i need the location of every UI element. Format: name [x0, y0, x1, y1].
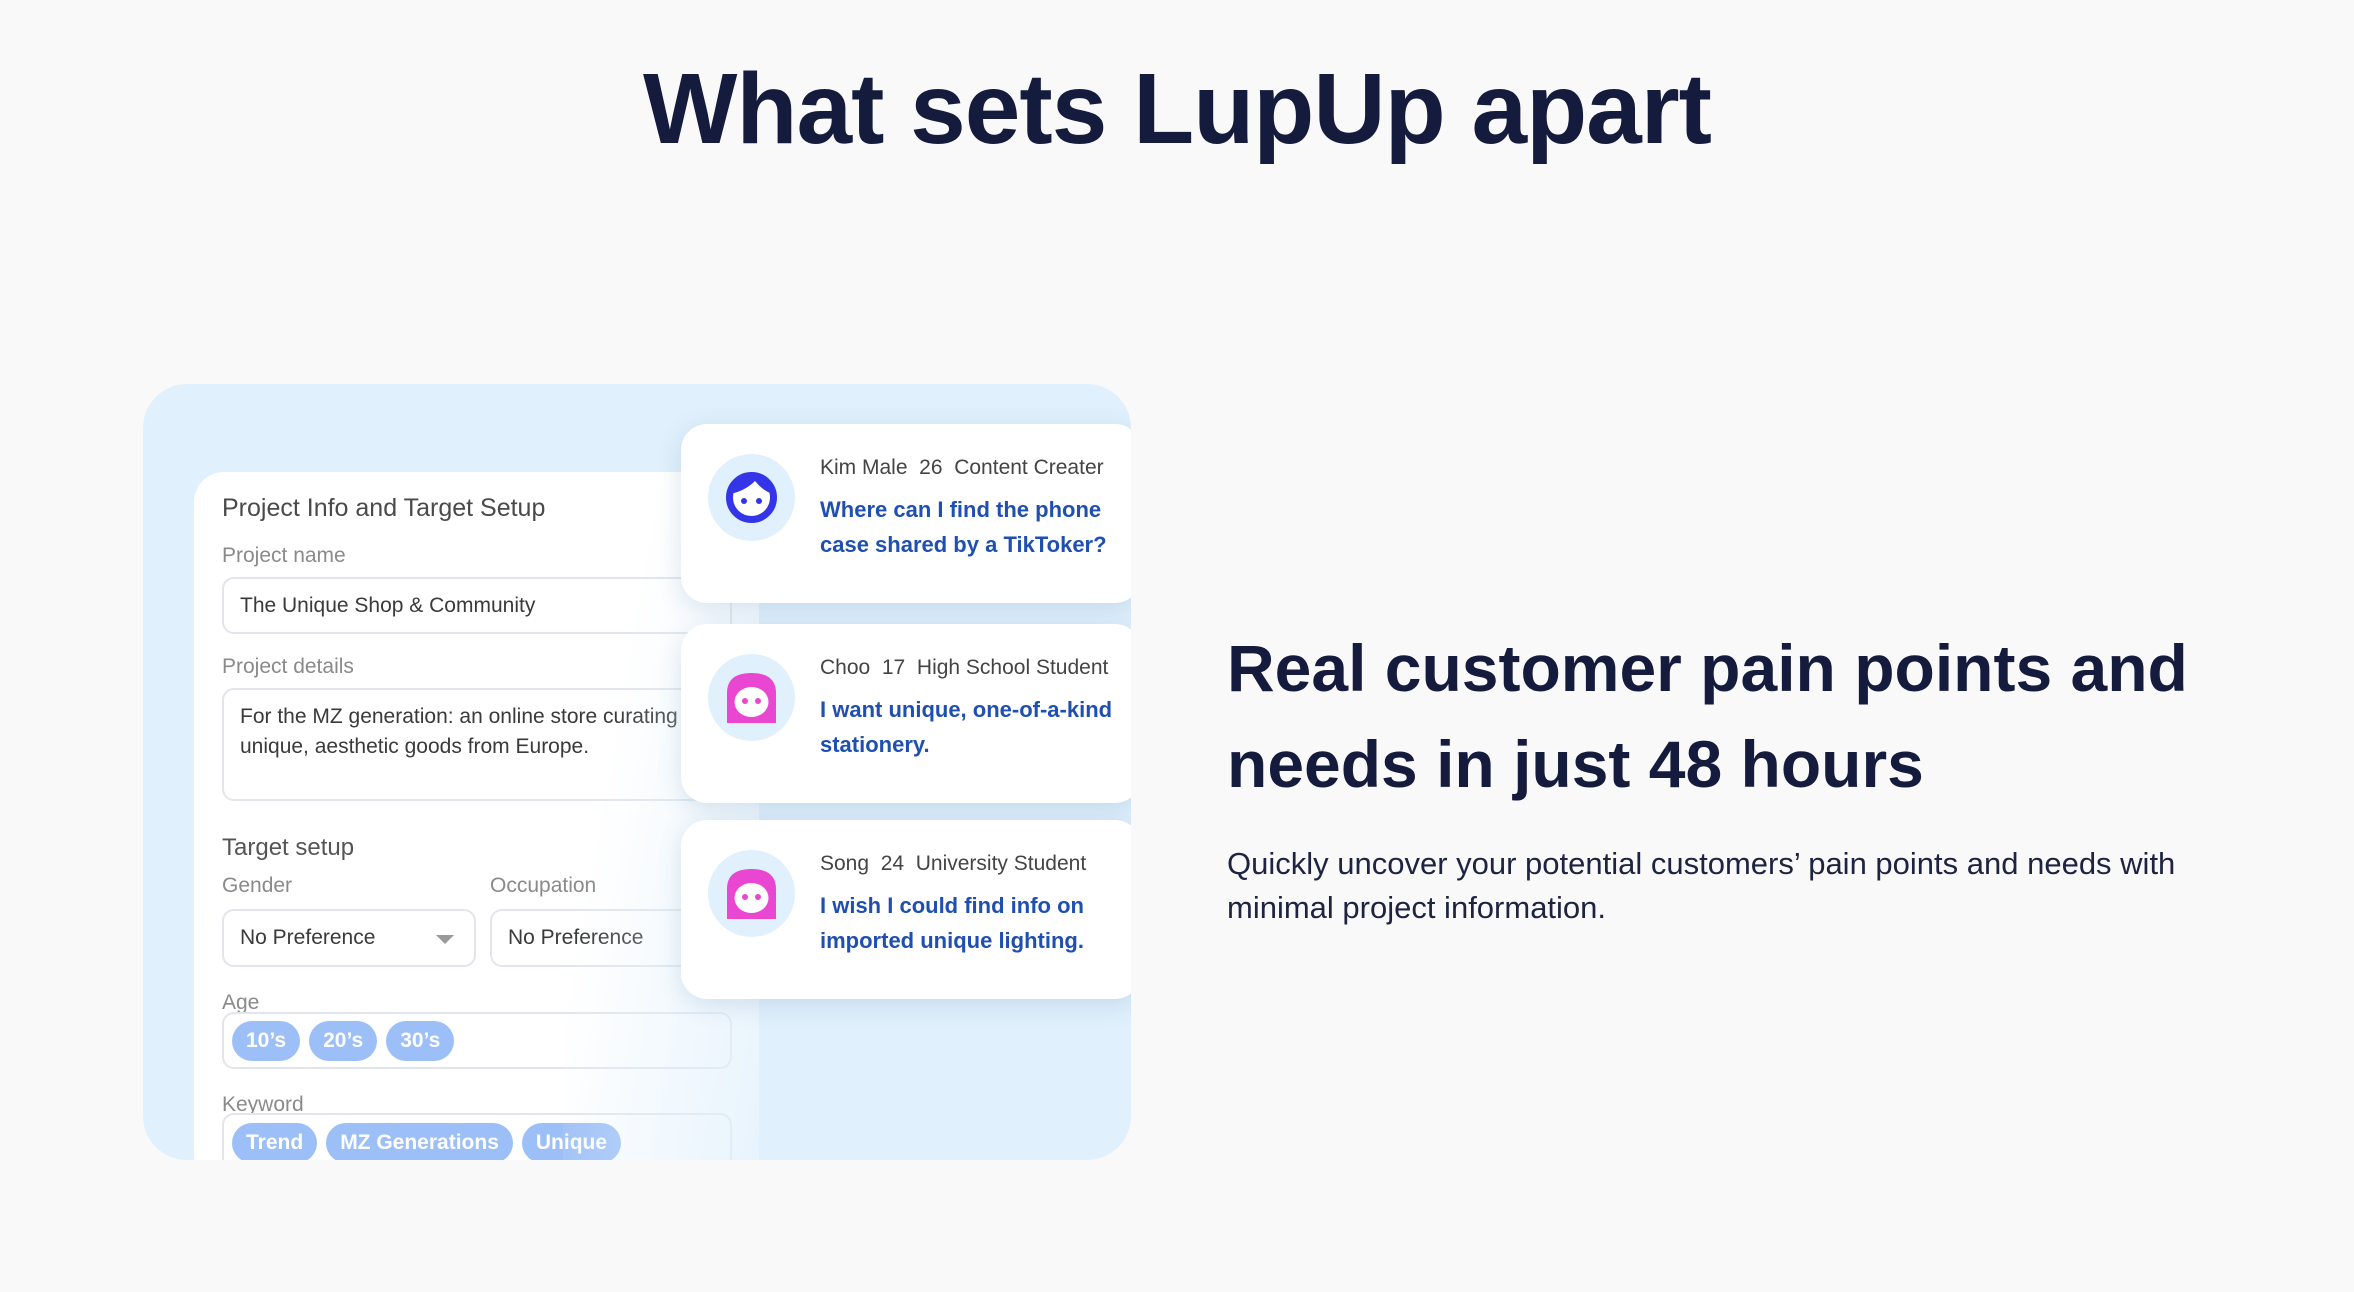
persona-quote: I want unique, one-of-a-kind stationery.	[820, 697, 1113, 757]
avatar	[708, 454, 795, 541]
female-face-icon	[727, 673, 776, 723]
project-name-input[interactable]: The Unique Shop & Community	[222, 577, 732, 634]
project-name-label: Project name	[222, 544, 346, 567]
project-details-textarea[interactable]: For the MZ generation: an online store c…	[222, 688, 732, 801]
project-setup-form: Project Info and Target Setup Project na…	[194, 472, 759, 1160]
gender-label: Gender	[222, 874, 293, 897]
persona-card: Kim Male 26 Content Creater Where can I …	[681, 424, 1131, 603]
persona-meta: Choo 17 High School Student	[820, 656, 1109, 679]
keyword-chip[interactable]: Trend	[232, 1123, 318, 1160]
product-preview-panel: Project Info and Target Setup Project na…	[143, 384, 1131, 1160]
page-title: What sets LupUp apart	[643, 53, 1712, 165]
form-title: Project Info and Target Setup	[222, 494, 546, 522]
keyword-label: Keyword	[222, 1093, 304, 1116]
avatar	[708, 654, 795, 741]
female-face-icon	[727, 869, 776, 919]
project-details-label: Project details	[222, 655, 354, 678]
occupation-label: Occupation	[490, 874, 597, 897]
persona-card: Choo 17 High School Student I want uniqu…	[681, 624, 1131, 803]
keyword-chip[interactable]: MZ Generations	[326, 1123, 513, 1160]
male-face-icon	[726, 472, 777, 523]
gender-select[interactable]: No Preference	[222, 909, 476, 967]
age-label: Age	[222, 991, 260, 1014]
persona-quote: Where can I find the phone case shared b…	[820, 497, 1107, 557]
persona-quote: I wish I could find info on imported uni…	[820, 893, 1084, 953]
gender-value: No Preference	[240, 926, 376, 949]
persona-card: Song 24 University Student I wish I coul…	[681, 820, 1131, 999]
feature-headline: Real customer pain points and needs in j…	[1227, 631, 2188, 801]
keyword-chip[interactable]: Unique	[521, 1123, 622, 1160]
occupation-value: No Preference	[508, 926, 644, 949]
feature-description: Quickly uncover your potential customers…	[1227, 846, 2176, 925]
chevron-down-icon	[436, 935, 454, 944]
age-chip[interactable]: 10’s	[232, 1020, 301, 1061]
keyword-tag-input[interactable]: Trend MZ Generations Unique	[222, 1113, 732, 1160]
age-chip[interactable]: 30’s	[386, 1020, 455, 1061]
age-chip[interactable]: 20’s	[309, 1020, 378, 1061]
target-setup-heading: Target setup	[222, 834, 355, 861]
avatar	[708, 850, 795, 937]
persona-meta: Kim Male 26 Content Creater	[820, 456, 1104, 479]
age-tag-input[interactable]: 10’s 20’s 30’s	[222, 1012, 732, 1069]
persona-meta: Song 24 University Student	[820, 852, 1087, 875]
